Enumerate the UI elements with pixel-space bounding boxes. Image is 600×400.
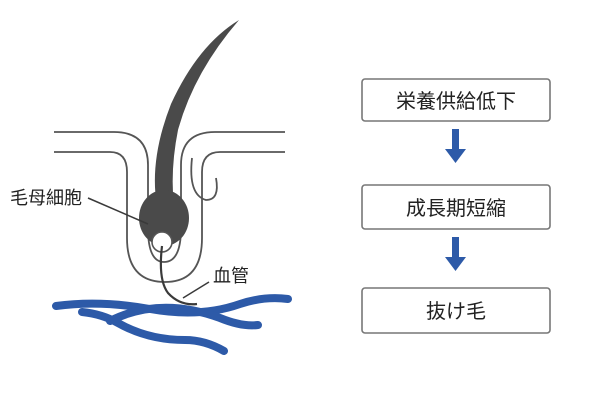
flow-step-1-label: 栄養供給低下	[396, 89, 516, 113]
follicle-illustration: 毛母細胞 血管	[10, 20, 292, 355]
sebaceous-gland	[190, 157, 218, 201]
papilla-cell-leader	[87, 197, 149, 225]
vessel-lower	[78, 308, 228, 355]
flow-chart: 栄養供給低下 成長期短縮 抜け毛	[361, 78, 551, 334]
flow-box-1	[361, 78, 551, 122]
skin-outer-line	[54, 131, 285, 263]
papilla-cell-label: 毛母細胞	[10, 188, 82, 209]
flow-box-3	[361, 287, 551, 334]
hair-bulb	[139, 190, 189, 246]
flow-box-2	[361, 184, 551, 230]
skin-inner-line	[54, 151, 285, 283]
flow-step-2-label: 成長期短縮	[406, 196, 506, 220]
blood-vessels	[52, 294, 292, 355]
down-arrow-icon	[445, 129, 466, 163]
down-arrow-icon	[445, 237, 466, 271]
blood-vessel-leader	[182, 281, 210, 299]
capillary-line	[159, 245, 198, 306]
flow-step-3-label: 抜け毛	[426, 299, 486, 323]
vessel-cross	[106, 303, 262, 330]
hair-shaft	[154, 20, 239, 206]
blood-vessel-label: 血管	[213, 266, 249, 287]
